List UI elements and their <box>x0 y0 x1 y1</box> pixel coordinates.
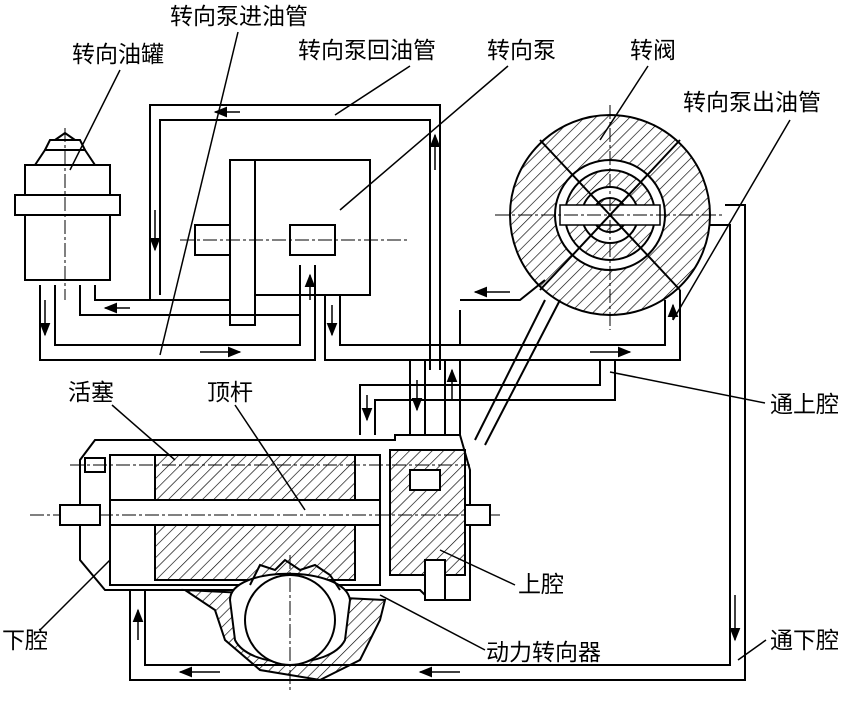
power-steering-gear <box>30 434 500 690</box>
label-upper-chamber: 上腔 <box>518 572 564 598</box>
label-pump-inlet-pipe: 转向泵进油管 <box>170 4 308 30</box>
label-to-lower-chamber: 通下腔 <box>770 628 839 654</box>
label-to-upper-chamber: 通上腔 <box>770 392 839 418</box>
pipe-network <box>39 104 746 681</box>
label-rotary-valve: 转阀 <box>630 38 676 64</box>
label-push-rod: 顶杆 <box>207 380 253 406</box>
label-piston: 活塞 <box>68 380 114 406</box>
label-pump: 转向泵 <box>487 38 556 64</box>
rotary-valve <box>495 105 725 330</box>
label-power-steering-gear: 动力转向器 <box>486 640 601 666</box>
oil-tank <box>14 128 121 300</box>
leader-lines <box>39 31 791 661</box>
label-pump-outlet-pipe: 转向泵出油管 <box>683 90 821 116</box>
steering-pump <box>180 159 410 326</box>
label-oil-tank: 转向油罐 <box>72 42 164 68</box>
label-pump-return-pipe: 转向泵回油管 <box>298 38 436 64</box>
label-lower-chamber: 下腔 <box>2 628 48 654</box>
